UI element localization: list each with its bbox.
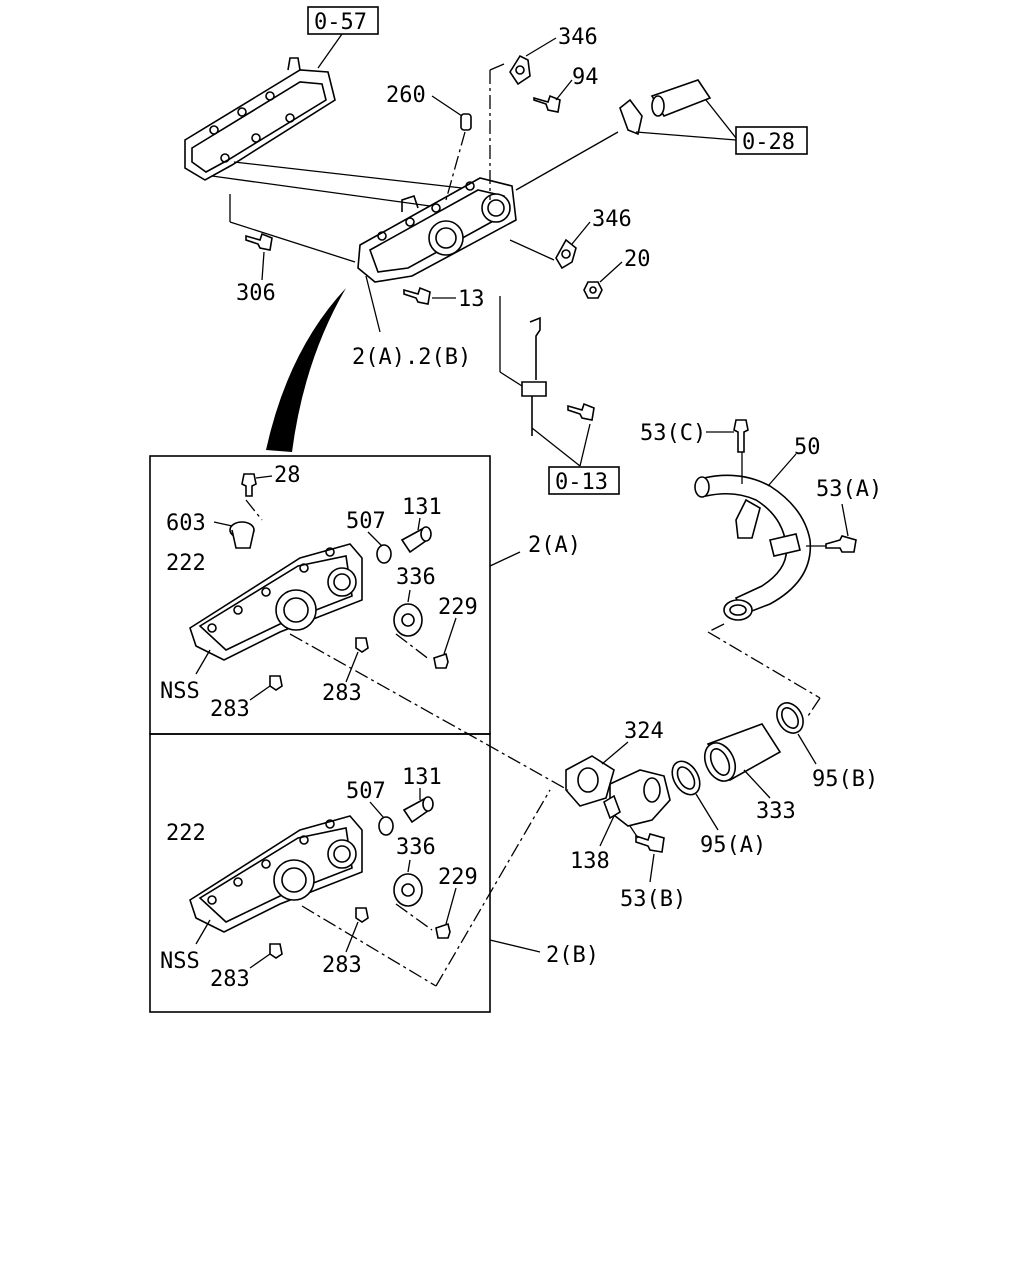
hose-333[interactable]: [699, 723, 782, 786]
detail-box-2b: [149, 733, 491, 1013]
housing-222-a: [189, 543, 363, 661]
clamp-95b[interactable]: [772, 698, 809, 738]
label-131-b: 131: [402, 765, 442, 790]
label-283-left-a: 283: [210, 697, 250, 722]
sensor-wire-0-13[interactable]: [521, 316, 547, 436]
bolt-229-a[interactable]: [433, 652, 449, 669]
water-pipe-50[interactable]: [694, 474, 812, 621]
label-2a: 2(A): [528, 533, 581, 558]
label-333: 333: [756, 799, 796, 824]
water-outlet-138[interactable]: [603, 769, 671, 827]
label-222-a: 222: [166, 551, 206, 576]
label-507-b: 507: [346, 779, 386, 804]
label-53a: 53(A): [816, 477, 882, 502]
bolt-53a[interactable]: [825, 535, 857, 553]
fitting-131-b[interactable]: [402, 796, 434, 824]
label-283-right-b: 283: [322, 953, 362, 978]
label-28-a: 28: [274, 463, 301, 488]
bolt-283-right-b[interactable]: [355, 907, 369, 923]
detail-callout-arrow: [266, 288, 346, 452]
housing-222-b: [189, 815, 363, 933]
label-229-b: 229: [438, 865, 478, 890]
label-138: 138: [570, 849, 610, 874]
label-346-top: 346: [558, 25, 598, 50]
label-95b: 95(B): [812, 767, 878, 792]
clip-346-right[interactable]: [555, 238, 577, 270]
ref-box-0-28[interactable]: 0-28: [735, 126, 808, 155]
bolt-28-a[interactable]: [241, 473, 257, 497]
bolt-53c[interactable]: [733, 419, 749, 453]
nut-20[interactable]: [583, 281, 603, 299]
bolt-94[interactable]: [533, 94, 561, 113]
label-222-b: 222: [166, 821, 206, 846]
bolt-13[interactable]: [403, 286, 431, 305]
gasket-324[interactable]: [565, 755, 615, 807]
ref-0-28-label: 0-28: [742, 130, 795, 155]
cap-603-a[interactable]: [229, 521, 255, 549]
label-13: 13: [458, 287, 485, 312]
label-260: 260: [386, 83, 426, 108]
label-229-a: 229: [438, 595, 478, 620]
label-53b: 53(B): [620, 887, 686, 912]
bolt-229-b[interactable]: [435, 922, 451, 939]
label-2a-2b: 2(A).2(B): [352, 345, 471, 370]
bolt-283-left-a[interactable]: [269, 675, 283, 691]
sensor-260[interactable]: [460, 113, 472, 131]
label-2b: 2(B): [546, 943, 599, 968]
label-306: 306: [236, 281, 276, 306]
label-nss-b: NSS: [160, 949, 200, 974]
ref-0-57-label: 0-57: [314, 10, 367, 35]
label-94: 94: [572, 65, 599, 90]
hose-0-28[interactable]: [619, 79, 712, 136]
ref-0-13-label: 0-13: [555, 470, 608, 495]
label-95a: 95(A): [700, 833, 766, 858]
clip-346-top[interactable]: [509, 54, 531, 86]
label-603-a: 603: [166, 511, 206, 536]
label-53c: 53(C): [640, 421, 706, 446]
fitting-131-a[interactable]: [400, 526, 432, 554]
bolt-283-right-a[interactable]: [355, 637, 369, 653]
label-50: 50: [794, 435, 821, 460]
sensor-336-a[interactable]: [393, 603, 423, 637]
water-outlet-housing-assembly: [357, 177, 517, 283]
label-507-a: 507: [346, 509, 386, 534]
ref-box-0-13[interactable]: 0-13: [548, 466, 620, 495]
bolt-306[interactable]: [245, 232, 273, 251]
bolt-283-left-b[interactable]: [269, 943, 283, 959]
clamp-95a[interactable]: [667, 756, 706, 799]
sensor-336-b[interactable]: [393, 873, 423, 907]
plug-507-a[interactable]: [376, 544, 392, 564]
label-20: 20: [624, 247, 651, 272]
label-336-a: 336: [396, 565, 436, 590]
label-nss-a: NSS: [160, 679, 200, 704]
bolt-53b[interactable]: [635, 833, 665, 853]
label-324: 324: [624, 719, 664, 744]
plug-507-b[interactable]: [378, 816, 394, 836]
bolt-0-13[interactable]: [567, 402, 595, 421]
label-346-right: 346: [592, 207, 632, 232]
label-283-right-a: 283: [322, 681, 362, 706]
cylinder-head-cover-outline: [184, 33, 343, 181]
label-131-a: 131: [402, 495, 442, 520]
label-283-left-b: 283: [210, 967, 250, 992]
label-336-b: 336: [396, 835, 436, 860]
ref-box-0-57[interactable]: 0-57: [307, 6, 379, 35]
